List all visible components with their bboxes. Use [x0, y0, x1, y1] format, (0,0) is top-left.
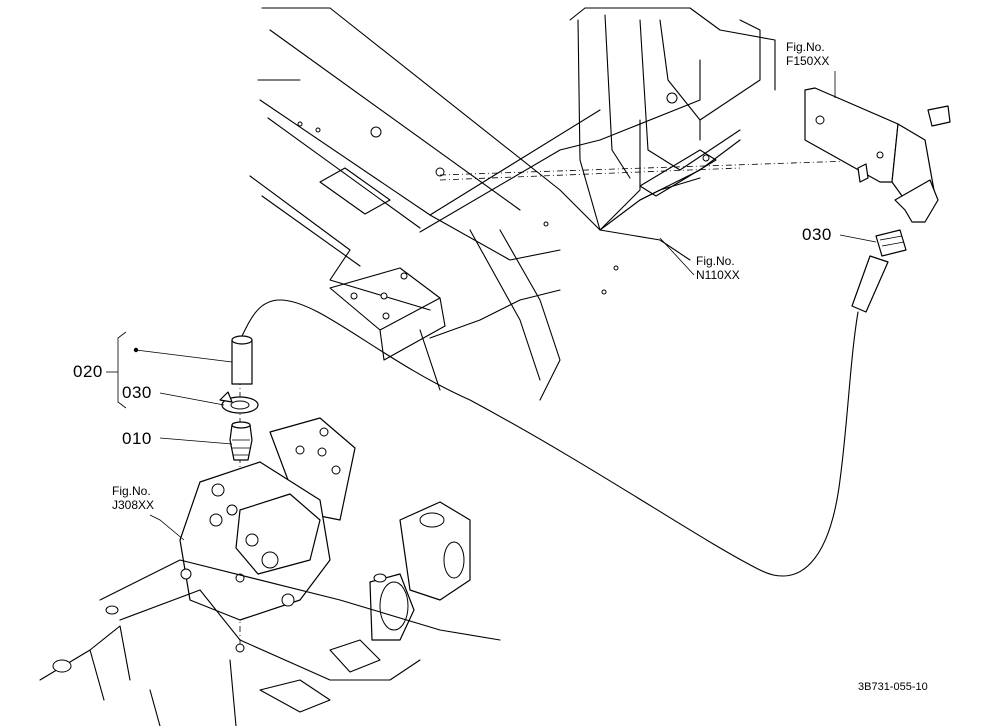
fitting: [229, 421, 253, 461]
left-clamp: [219, 391, 259, 414]
fig-ref-J308XX: Fig.No. J308XX: [112, 484, 154, 512]
callout-030-right: 030: [802, 225, 832, 244]
callout-020: 020: [73, 362, 103, 381]
alignment-line: [439, 159, 881, 176]
left-hose: [231, 335, 253, 385]
fig-ref-line2: J308XX: [112, 498, 155, 512]
fig-ref-N110XX: Fig.No. N110XX: [696, 254, 740, 282]
chassis-frame: [249, 7, 776, 401]
bracket-assembly: [804, 87, 951, 223]
right-clamp: [875, 229, 907, 257]
fig-ref-line1: Fig.No.: [696, 254, 735, 268]
callout-030-left: 030: [122, 383, 152, 402]
hose-line: [239, 299, 859, 577]
fig-ref-line2: N110XX: [696, 268, 740, 282]
drawing-code: 3B731-055-10: [858, 681, 928, 693]
leader-lines: [106, 71, 877, 541]
right-hose-end: [851, 255, 889, 313]
callout-010: 010: [122, 429, 152, 448]
fig-ref-line2: F150XX: [786, 54, 830, 68]
alignment-line: [439, 167, 741, 181]
valve-housing: [39, 417, 501, 726]
fig-ref-F150XX: Fig.No. F150XX: [786, 40, 829, 68]
fig-ref-line1: Fig.No.: [112, 484, 151, 498]
fig-ref-line1: Fig.No.: [786, 40, 825, 54]
